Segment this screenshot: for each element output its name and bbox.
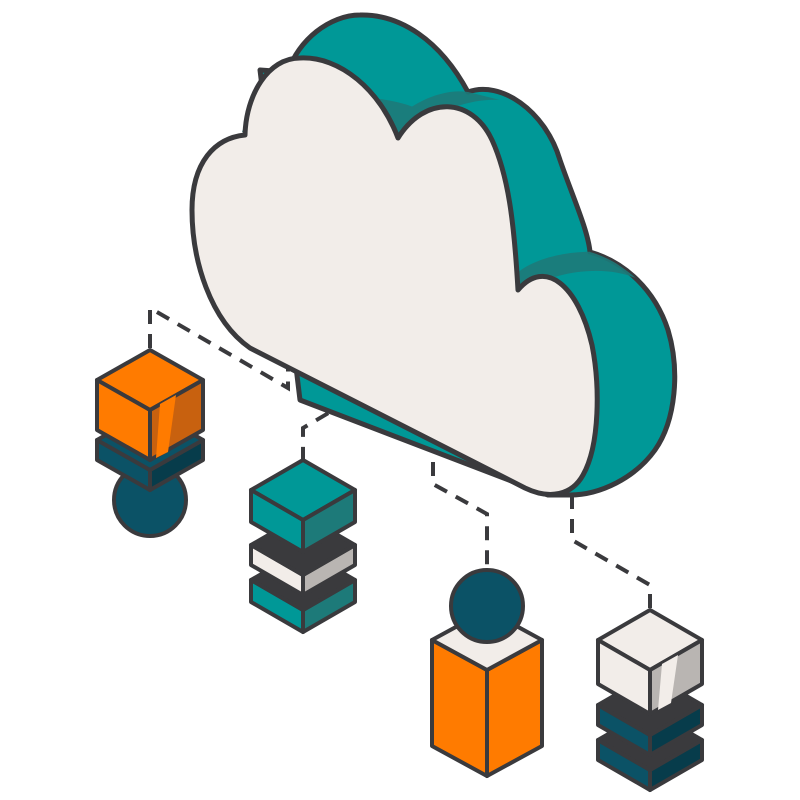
teal-cube-icon [249, 458, 357, 554]
cube-right-face [301, 488, 357, 554]
white-cube-icon [596, 608, 704, 716]
stack-right [596, 608, 704, 792]
stack-pillar [430, 568, 544, 778]
cloud-side-shade [395, 91, 500, 140]
cloud-icon [189, 12, 678, 498]
dashed-connector-icon [570, 495, 652, 635]
dashed-connector-icon [431, 438, 489, 570]
sphere-icon [449, 568, 525, 644]
cloud-side-shade [515, 251, 640, 292]
cube-highlight [658, 655, 678, 710]
stack-middle [249, 458, 357, 634]
stack-left [95, 348, 205, 538]
cloud-face [189, 55, 600, 497]
orange-cube-icon [95, 348, 205, 462]
cube-highlight [156, 395, 176, 458]
